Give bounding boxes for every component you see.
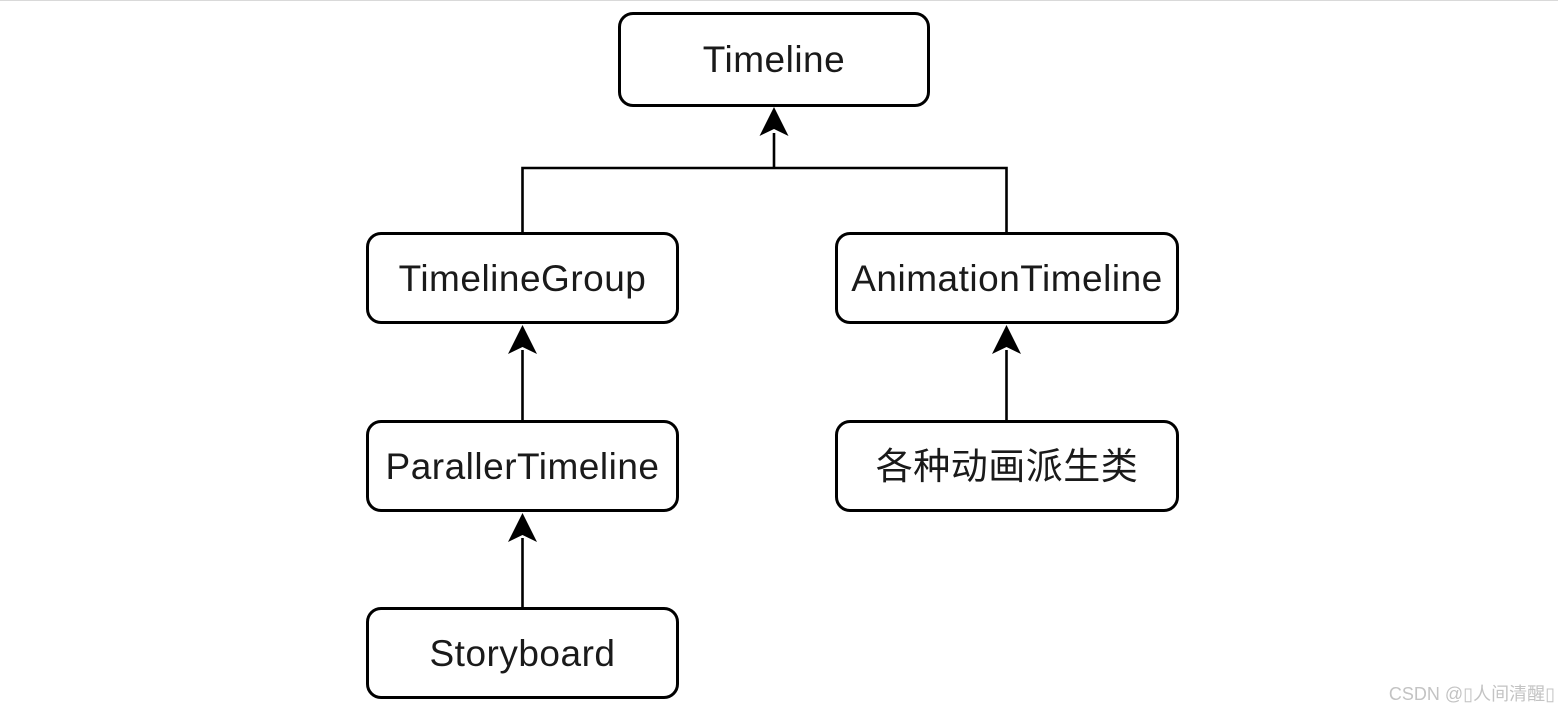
- node-paraller-timeline: ParallerTimeline: [366, 420, 679, 512]
- arrowhead-up-icon: [508, 513, 537, 542]
- csdn-watermark: CSDN @▯人间清醒▯: [1388, 684, 1555, 704]
- node-label: Timeline: [702, 39, 846, 80]
- node-label: Storyboard: [429, 632, 616, 674]
- edge-children-to-timeline: [521, 107, 1008, 232]
- node-storyboard: Storyboard: [366, 607, 679, 699]
- node-label: ParallerTimeline: [385, 445, 660, 487]
- top-border-line: [0, 0, 1558, 1]
- edge-parallertimeline-to-timelinegroup: [508, 325, 537, 420]
- edge-derivedclasses-to-animationtimeline: [992, 325, 1021, 420]
- node-timeline: Timeline: [618, 12, 930, 107]
- node-label: 各种动画派生类: [875, 445, 1139, 487]
- edge-branch-line: [521, 166, 1008, 232]
- node-label: AnimationTimeline: [851, 257, 1163, 299]
- arrowhead-up-icon: [759, 107, 789, 136]
- node-timeline-group: TimelineGroup: [366, 232, 679, 324]
- edge-storyboard-to-parallertimeline: [508, 513, 537, 607]
- node-animation-timeline: AnimationTimeline: [835, 232, 1179, 324]
- arrowhead-up-icon: [992, 325, 1021, 354]
- node-animation-derived-classes: 各种动画派生类: [835, 420, 1179, 512]
- arrowhead-up-icon: [508, 325, 537, 354]
- node-label: TimelineGroup: [398, 257, 647, 299]
